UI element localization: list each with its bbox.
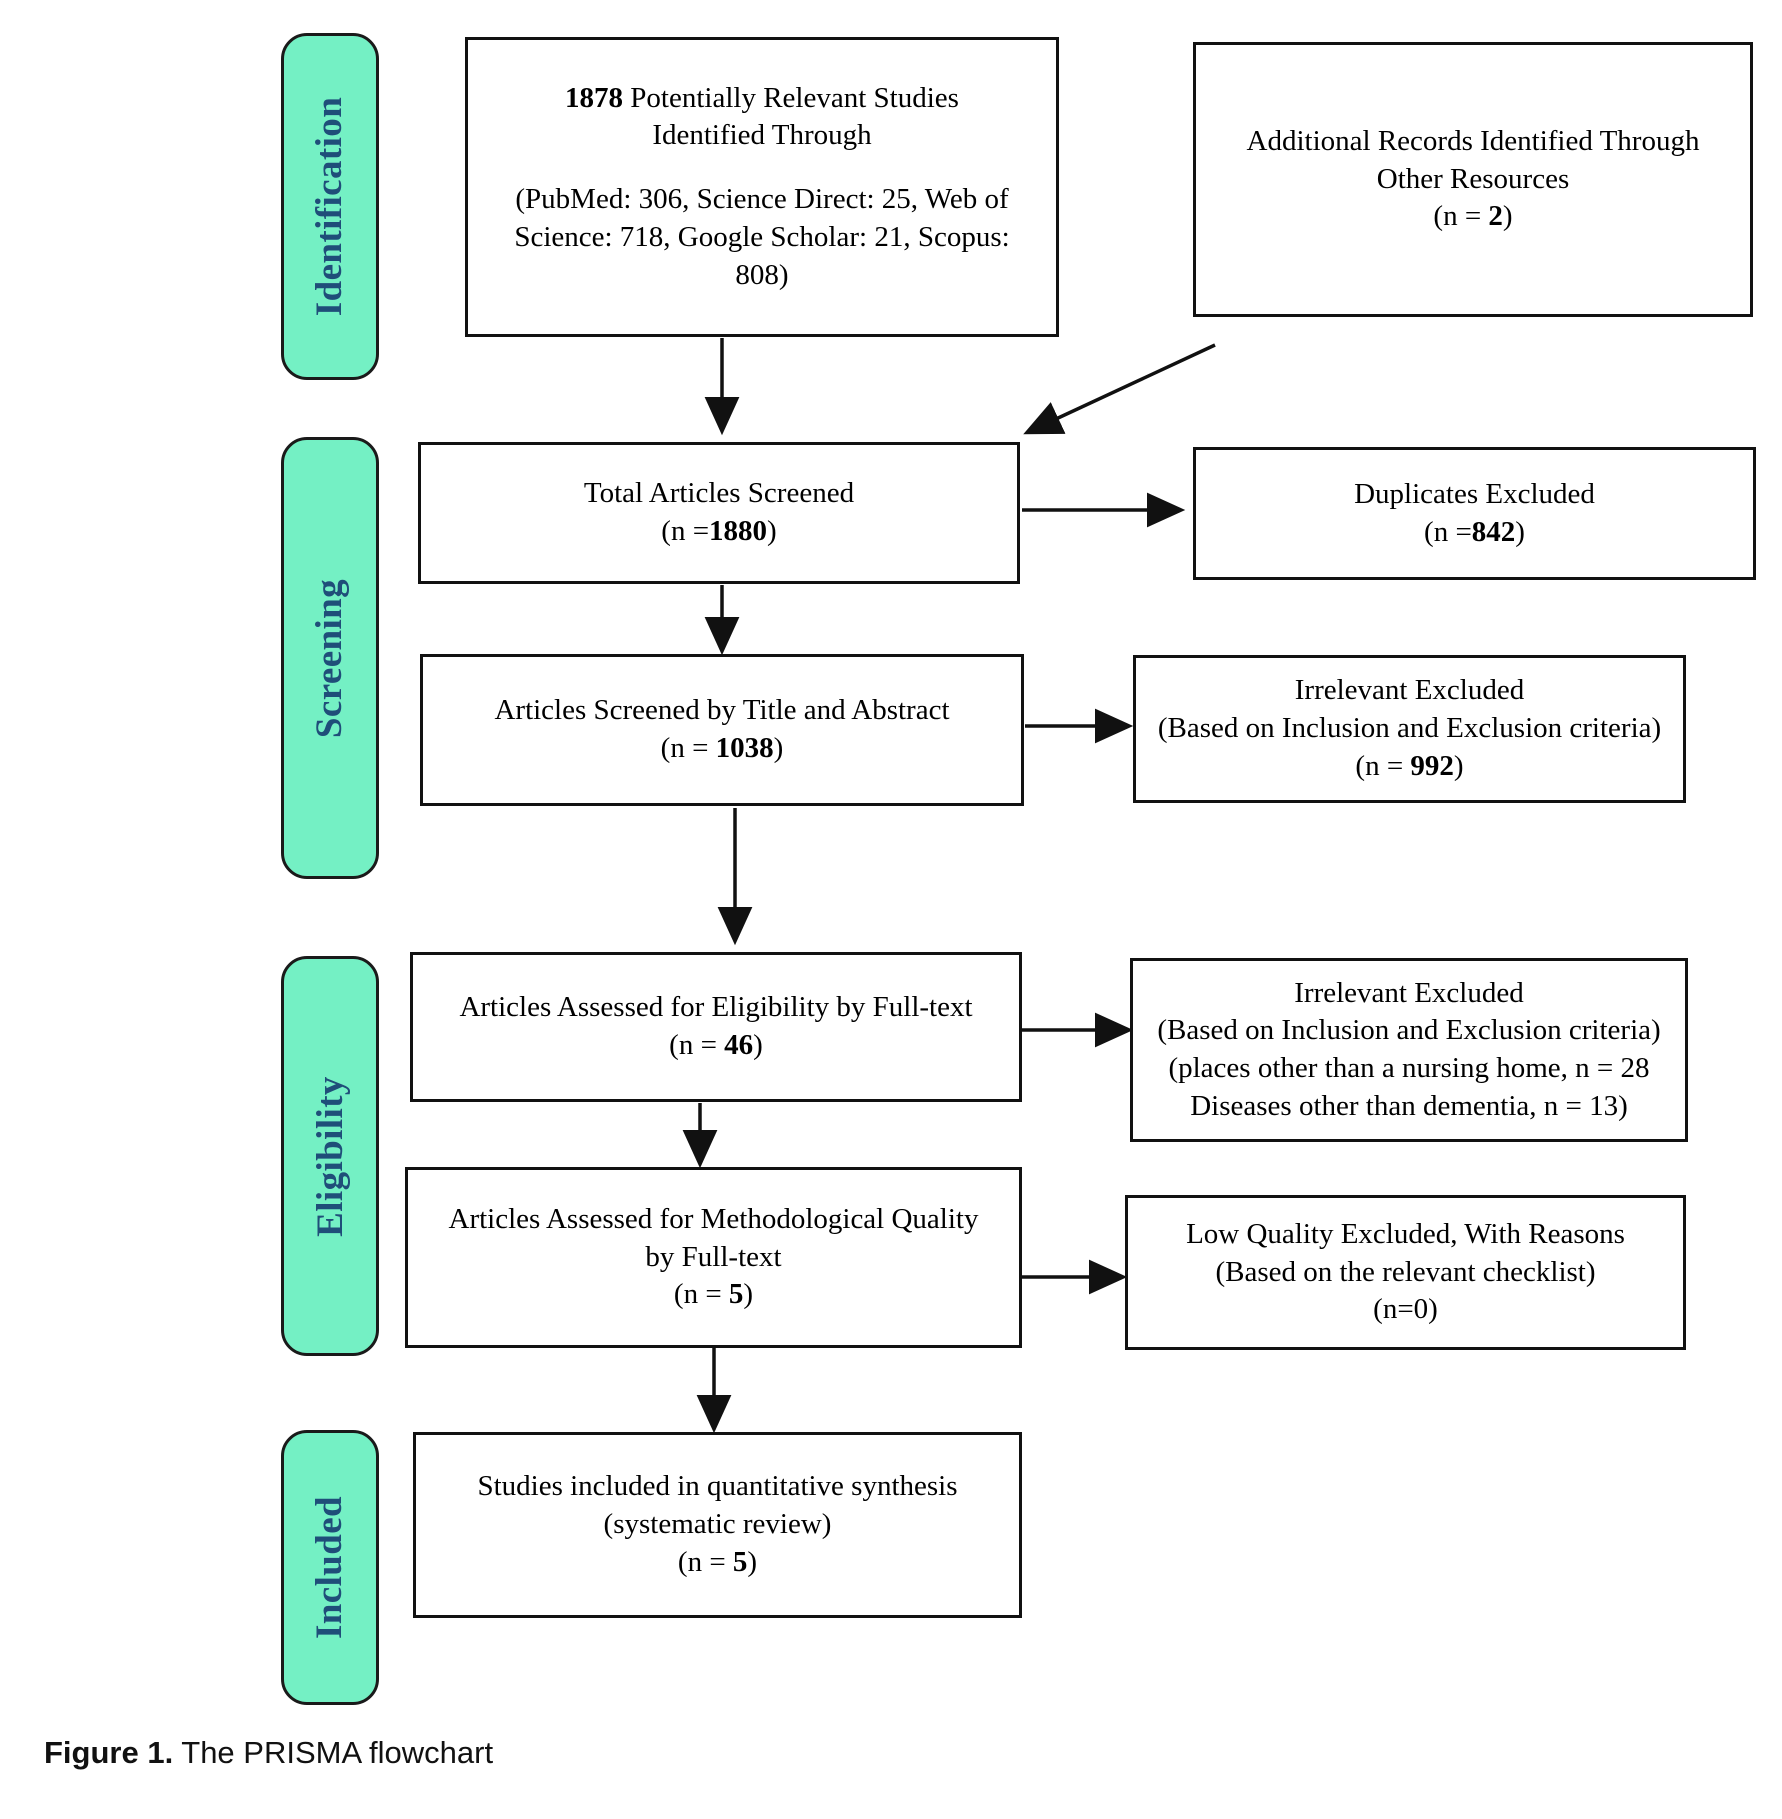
additional-count: 2 — [1488, 200, 1503, 233]
duplicates-line-2: (n =842) — [1424, 515, 1525, 548]
irrelevant-elig-line-1: Irrelevant Excluded — [1294, 976, 1524, 1009]
stage-label-screening: Screening — [309, 578, 351, 738]
title-abstract-line-2: (n = 1038) — [660, 732, 784, 764]
stage-bar-screening: Screening — [281, 437, 379, 879]
stage-bar-identification: Identification — [281, 33, 379, 380]
figure-caption: Figure 1. The PRISMA flowchart — [44, 1735, 493, 1771]
eligibility-line-1: Articles Assessed for Eligibility by Ful… — [459, 991, 973, 1024]
figure-caption-text: The PRISMA flowchart — [173, 1735, 494, 1770]
box-low-quality-excluded: Low Quality Excluded, With Reasons (Base… — [1125, 1195, 1686, 1350]
box-total-screened: Total Articles Screened (n =1880) — [418, 442, 1020, 584]
box-irrelevant-excluded-eligibility: Irrelevant Excluded (Based on Inclusion … — [1130, 958, 1688, 1142]
identified-line-2: Identified Through — [652, 119, 872, 152]
box-duplicates-excluded: Duplicates Excluded (n =842) — [1193, 447, 1756, 580]
identified-line-5: 808) — [735, 258, 789, 291]
box-methodological-quality: Articles Assessed for Methodological Qua… — [405, 1167, 1022, 1348]
irrelevant-elig-line-4: Diseases other than dementia, n = 13) — [1190, 1089, 1628, 1122]
lowquality-line-1: Low Quality Excluded, With Reasons — [1186, 1217, 1625, 1250]
eligibility-count: 46 — [724, 1029, 754, 1061]
box-eligibility-fulltext: Articles Assessed for Eligibility by Ful… — [410, 952, 1022, 1102]
quality-line-3: (n = 5) — [673, 1278, 754, 1311]
lowquality-line-3: (n=0) — [1373, 1293, 1438, 1326]
irrelevant-screening-count: 992 — [1410, 749, 1454, 782]
arrow-additional-to-screened — [1023, 343, 1216, 435]
irrelevant-elig-line-2: (Based on Inclusion and Exclusion criter… — [1157, 1014, 1661, 1047]
lowquality-line-2: (Based on the relevant checklist) — [1215, 1255, 1596, 1288]
included-line-1: Studies included in quantitative synthes… — [477, 1470, 958, 1503]
duplicates-count: 842 — [1471, 515, 1516, 548]
total-screened-line-1: Total Articles Screened — [583, 477, 855, 510]
stage-label-eligibility: Eligibility — [309, 1075, 351, 1237]
quality-count: 5 — [728, 1278, 744, 1311]
total-screened-line-2: (n =1880) — [661, 515, 777, 547]
title-abstract-line-1: Articles Screened by Title and Abstract — [494, 694, 950, 727]
irrelevant-elig-line-3: (places other than a nursing home, n = 2… — [1168, 1052, 1650, 1084]
identified-line-3: (PubMed: 306, Science Direct: 25, Web of — [515, 183, 1009, 216]
additional-line-3: (n = 2) — [1433, 200, 1513, 233]
stage-label-included: Included — [309, 1495, 351, 1640]
additional-line-2: Other Resources — [1376, 162, 1570, 195]
included-count: 5 — [732, 1545, 748, 1578]
eligibility-line-2: (n = 46) — [669, 1029, 763, 1061]
box-additional-records: Additional Records Identified Through Ot… — [1193, 42, 1753, 317]
stage-bar-included: Included — [281, 1430, 379, 1705]
irrelevant-screening-line-1: Irrelevant Excluded — [1294, 674, 1525, 707]
quality-line-1: Articles Assessed for Methodological Qua… — [448, 1202, 979, 1235]
box-included-studies: Studies included in quantitative synthes… — [413, 1432, 1022, 1618]
title-abstract-count: 1038 — [715, 732, 774, 764]
stage-label-identification: Identification — [309, 96, 351, 317]
duplicates-line-1: Duplicates Excluded — [1354, 477, 1595, 510]
identified-line-1: 1878 Potentially Relevant Studies — [565, 81, 959, 114]
irrelevant-screening-line-2: (Based on Inclusion and Exclusion criter… — [1157, 712, 1662, 745]
irrelevant-screening-line-3: (n = 992) — [1355, 749, 1464, 782]
stage-bar-eligibility: Eligibility — [281, 956, 379, 1356]
box-screened-title-abstract: Articles Screened by Title and Abstract … — [420, 654, 1024, 806]
figure-caption-label: Figure 1. — [44, 1735, 174, 1770]
total-screened-count: 1880 — [709, 515, 768, 547]
identified-line-4: Science: 718, Google Scholar: 21, Scopus… — [514, 220, 1010, 253]
additional-line-1: Additional Records Identified Through — [1246, 124, 1700, 157]
identified-count: 1878 — [565, 81, 624, 114]
quality-line-2: by Full-text — [645, 1240, 782, 1273]
included-line-3: (n = 5) — [677, 1545, 758, 1578]
box-studies-identified: 1878 Potentially Relevant Studies Identi… — [465, 37, 1059, 337]
box-irrelevant-excluded-screening: Irrelevant Excluded (Based on Inclusion … — [1133, 655, 1686, 803]
included-line-2: (systematic review) — [603, 1508, 832, 1541]
